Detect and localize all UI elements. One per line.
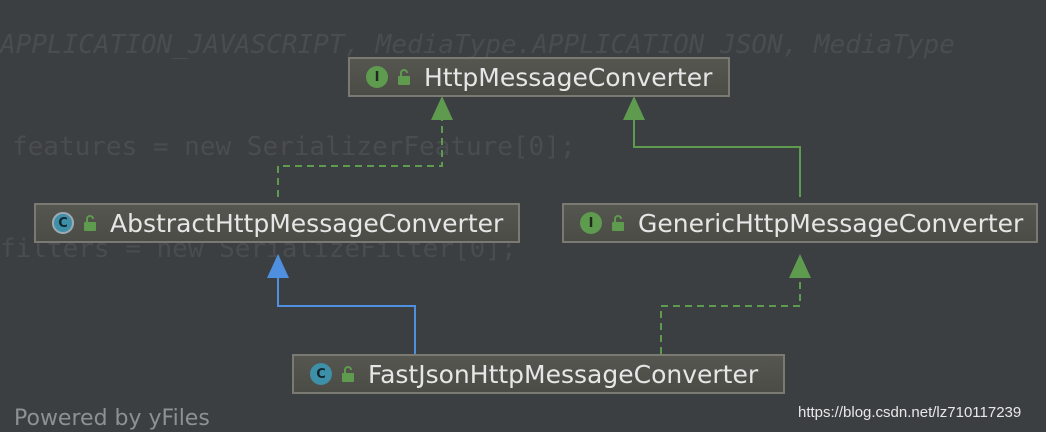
source-url: https://blog.csdn.net/lz710117239: [798, 404, 1022, 421]
background-code-line-1: APPLICATION_JAVASCRIPT, MediaType.APPLIC…: [0, 30, 955, 60]
yfiles-watermark: Powered by yFiles: [14, 406, 210, 431]
node-label: GenericHttpMessageConverter: [638, 208, 1024, 238]
node-label: FastJsonHttpMessageConverter: [368, 359, 759, 389]
edge-abstract-to-httpmessageconverter: [277, 120, 443, 197]
edge-fastjson-to-generic: [660, 278, 801, 354]
node-fastjsonhttpmessageconverter[interactable]: C FastJsonHttpMessageConverter: [292, 354, 785, 394]
unlocked-icon: [612, 215, 624, 231]
arrowhead-httpmessageconverter-right: [623, 96, 645, 120]
edge-fastjson-to-abstract: [277, 278, 416, 354]
class-icon: C: [310, 363, 332, 385]
unlocked-icon: [398, 69, 410, 85]
node-httpmessageconverter[interactable]: I HttpMessageConverter: [348, 57, 730, 97]
node-label: AbstractHttpMessageConverter: [110, 208, 504, 238]
node-label: HttpMessageConverter: [424, 62, 713, 92]
unlocked-icon: [342, 366, 354, 382]
background-code-line-2: features = new SerializerFeature[0];: [12, 132, 576, 162]
edge-generic-to-httpmessageconverter: [633, 120, 801, 197]
unlocked-icon: [84, 215, 96, 231]
abstract-class-icon: C: [52, 212, 74, 234]
node-abstracthttpmessageconverter[interactable]: C AbstractHttpMessageConverter: [34, 203, 520, 243]
node-generichttpmessageconverter[interactable]: I GenericHttpMessageConverter: [562, 203, 1038, 243]
arrowhead-httpmessageconverter-left: [431, 96, 453, 120]
arrowhead-abstract: [267, 254, 289, 278]
arrowhead-generic: [789, 254, 811, 278]
interface-icon: I: [366, 66, 388, 88]
interface-icon: I: [580, 212, 602, 234]
